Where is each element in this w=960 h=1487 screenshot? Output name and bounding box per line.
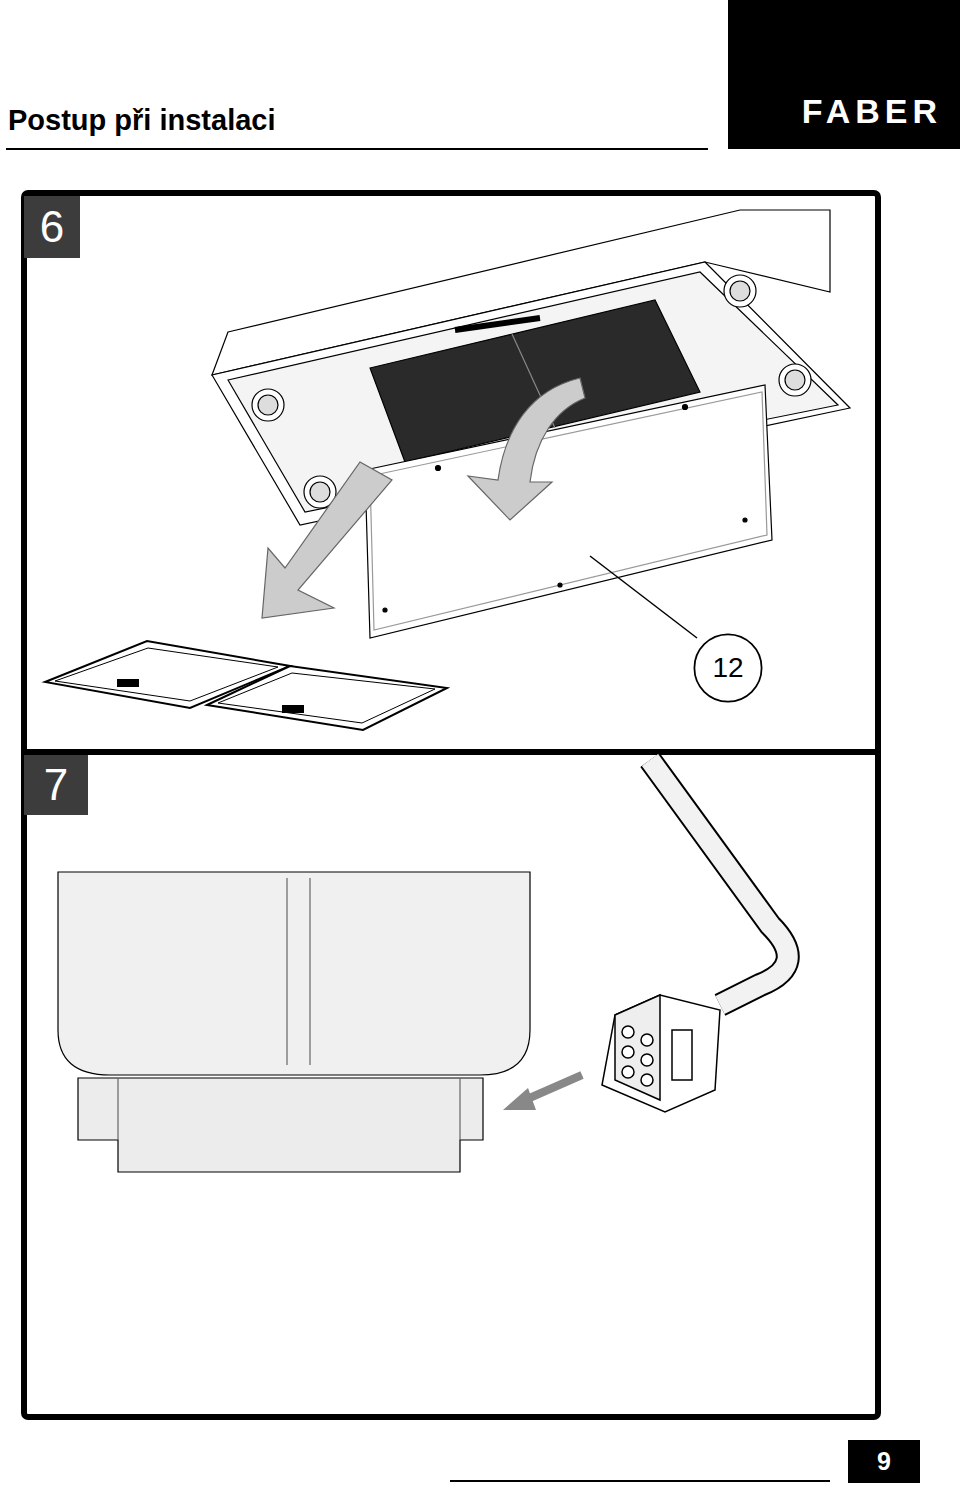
- step-number-text: 6: [40, 202, 64, 252]
- leader-line: [590, 556, 697, 638]
- cable: [650, 760, 788, 1005]
- page-number-text: 9: [877, 1447, 891, 1476]
- removal-arrows: [262, 378, 585, 618]
- brand-box-text: FABER: [802, 92, 942, 131]
- filter-panels: [45, 641, 447, 730]
- hood-drawing: [212, 210, 850, 638]
- motor-housing: [58, 872, 530, 1172]
- step-number: 6: [24, 196, 80, 258]
- step-frame: [24, 193, 878, 1417]
- step-number-text: 7: [44, 760, 68, 810]
- brand-box: FABER: [728, 0, 960, 149]
- step-divider: [24, 749, 878, 755]
- callout-number: 12: [693, 633, 763, 703]
- insert-arrow: [503, 1075, 582, 1110]
- title-rule: [6, 148, 708, 150]
- step-number: 7: [24, 755, 88, 815]
- page-number: 9: [848, 1440, 920, 1483]
- callout-number-text: 12: [712, 652, 743, 684]
- connector-plug: [602, 995, 720, 1112]
- page-title: Postup při instalaci: [8, 104, 276, 137]
- footer-rule: [450, 1480, 830, 1482]
